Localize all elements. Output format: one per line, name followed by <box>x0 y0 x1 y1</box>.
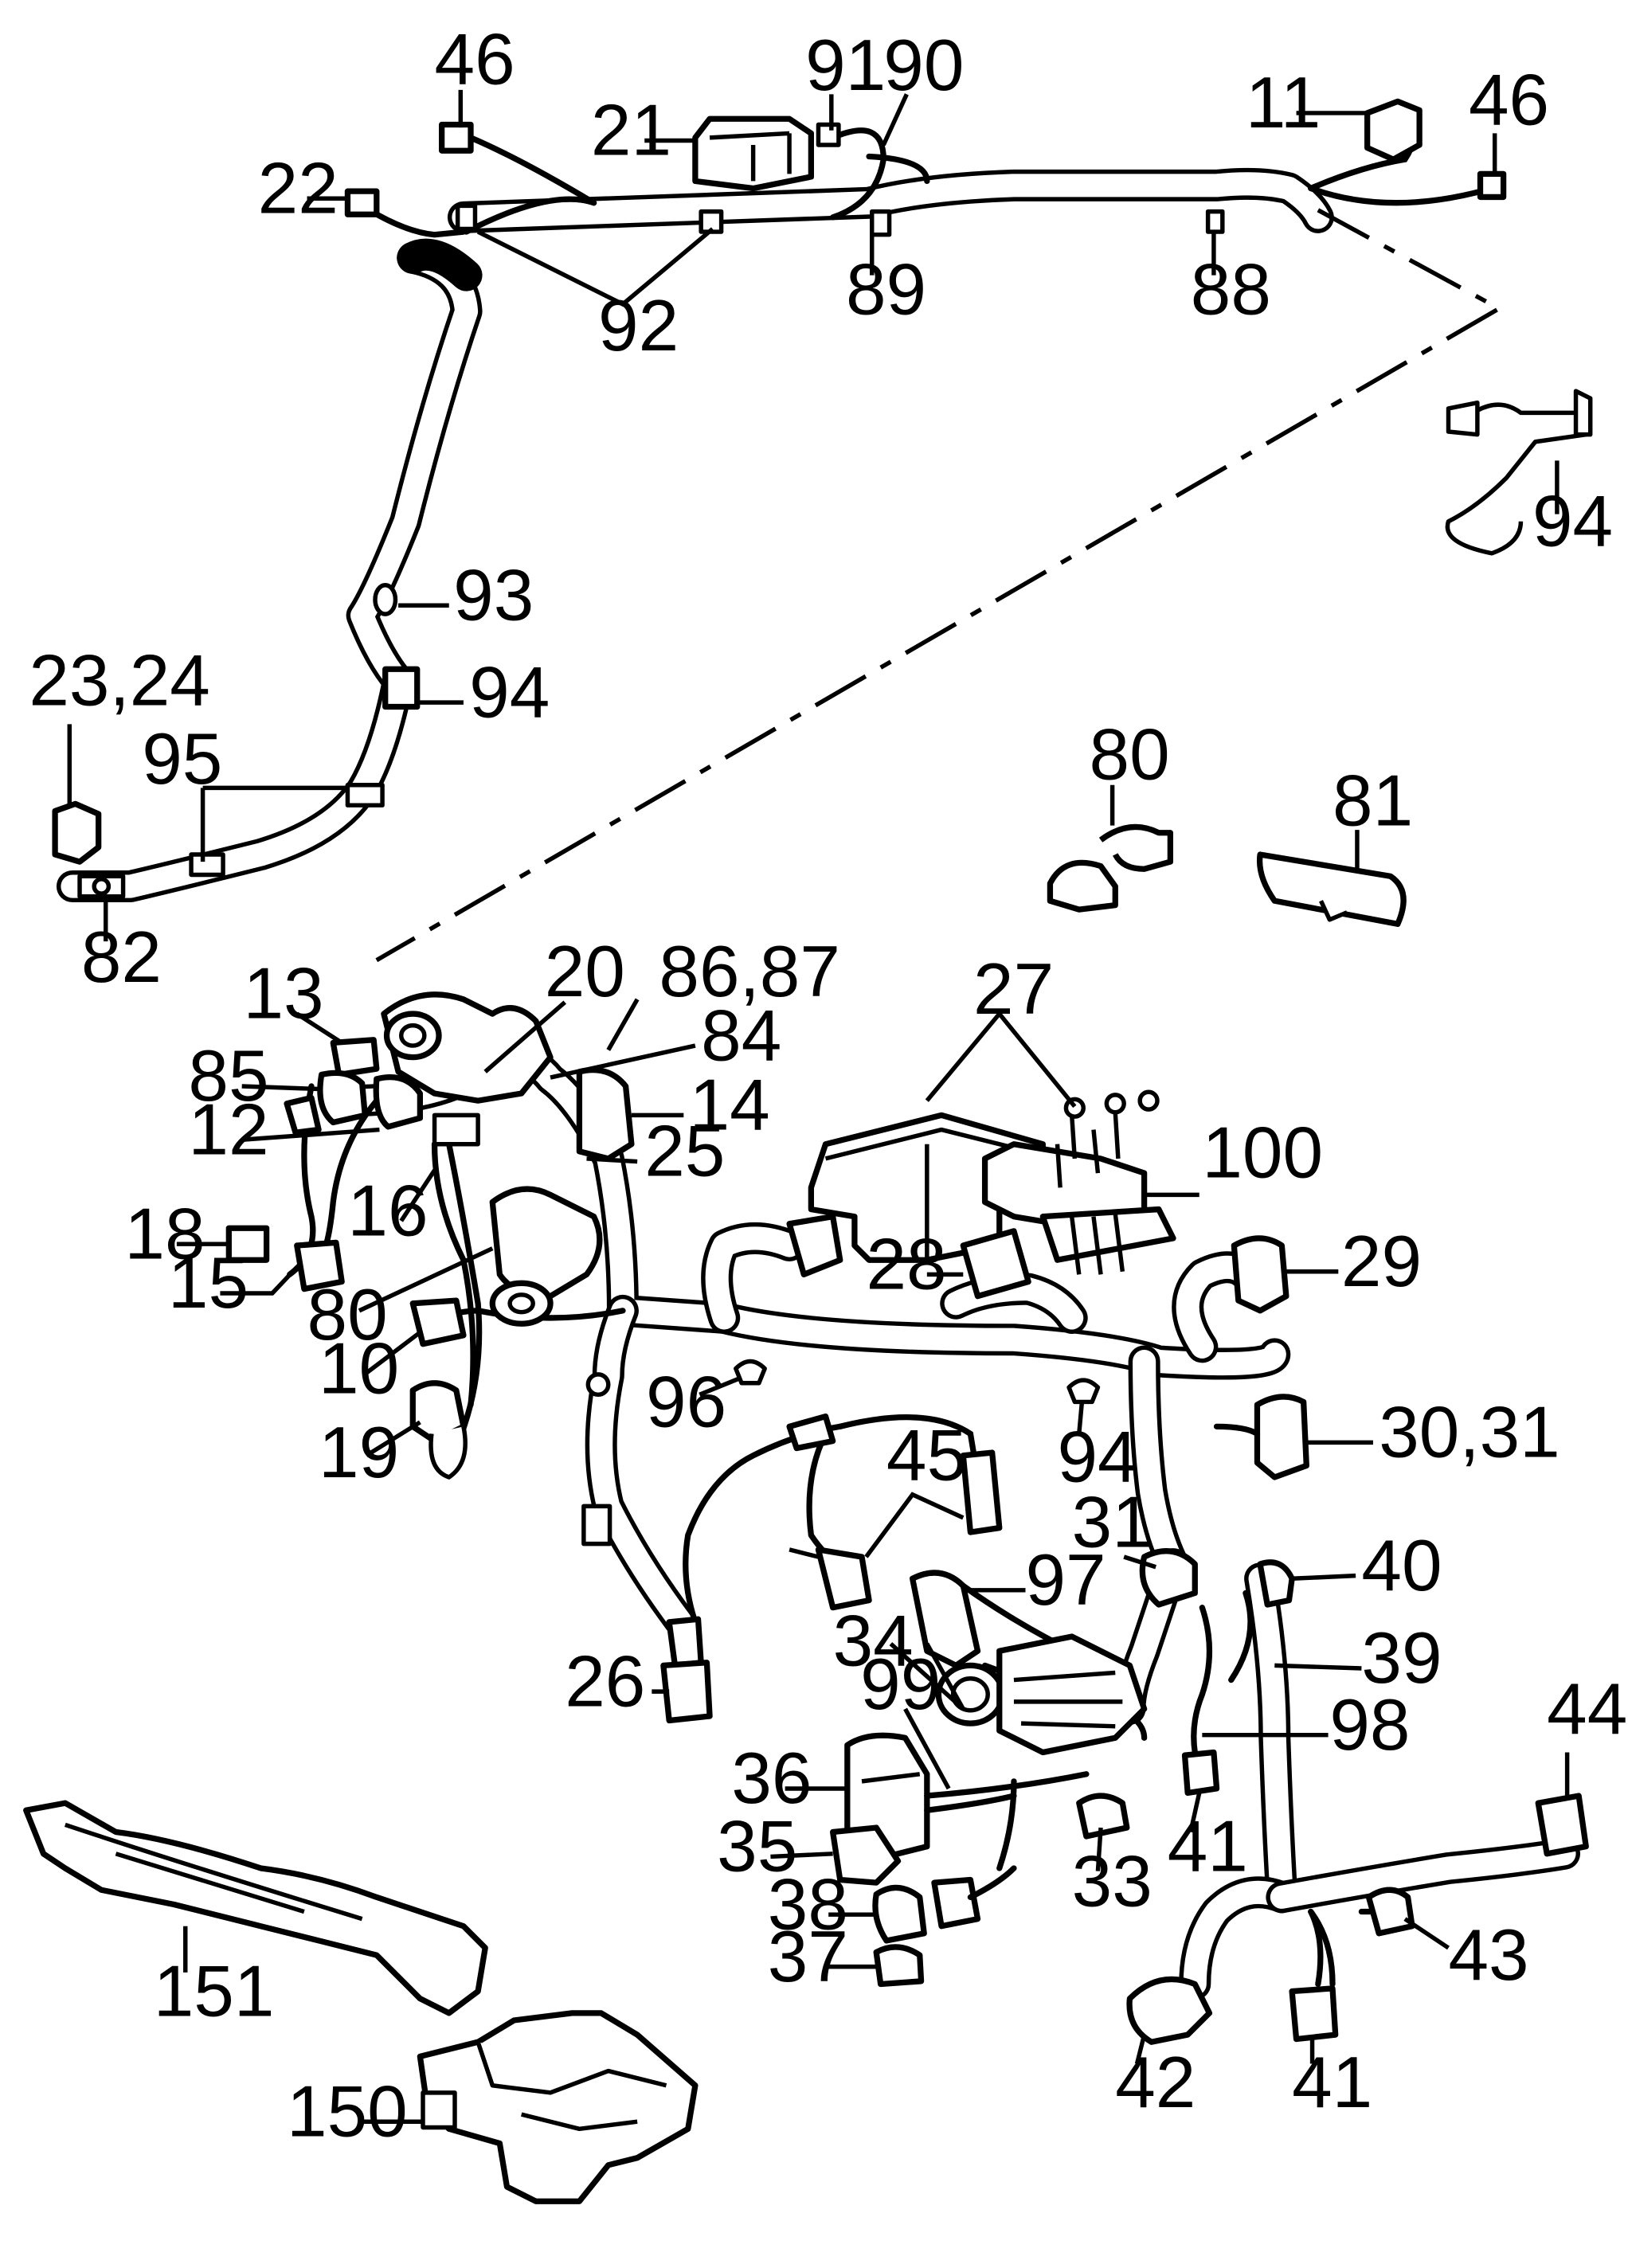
callout-92: 92 <box>598 286 679 366</box>
callout-37: 37 <box>768 1917 848 1997</box>
callout-40: 40 <box>1361 1526 1442 1606</box>
callout-100: 100 <box>1202 1113 1323 1194</box>
clip-80-detail <box>1047 823 1173 913</box>
callout-21: 21 <box>591 91 671 171</box>
callout-33: 33 <box>1072 1841 1153 1922</box>
callout-labels: 46 91 90 11 46 21 22 92 89 88 94 93 94 2… <box>29 20 1627 2153</box>
bracket-94-detail <box>1445 389 1593 556</box>
connectors-37-38 <box>872 1865 1017 1988</box>
callout-85: 85 <box>188 1036 268 1116</box>
callout-150: 150 <box>287 2071 408 2152</box>
callout-99: 99 <box>860 1644 941 1725</box>
clips-96-94 <box>734 1359 1101 1405</box>
callout-20: 20 <box>545 932 625 1012</box>
callout-22: 22 <box>258 148 339 229</box>
callout-44: 44 <box>1547 1669 1627 1750</box>
callout-35: 35 <box>717 1807 797 1887</box>
callout-80-detail: 80 <box>1090 714 1170 795</box>
callout-94-lower-clip: 94 <box>1058 1417 1138 1497</box>
callout-10: 10 <box>319 1329 399 1410</box>
sensors-45 <box>786 1413 1003 1611</box>
callout-12: 12 <box>188 1089 268 1170</box>
callout-11: 11 <box>1246 63 1321 143</box>
callout-19: 19 <box>319 1413 399 1493</box>
callout-27: 27 <box>973 949 1054 1030</box>
callout-98: 98 <box>1329 1685 1410 1766</box>
callout-89: 89 <box>846 250 926 330</box>
callout-43: 43 <box>1449 1915 1529 1996</box>
callout-26: 26 <box>565 1641 645 1722</box>
callout-39: 39 <box>1361 1618 1442 1699</box>
callout-84: 84 <box>701 995 781 1076</box>
callout-80-harness: 80 <box>307 1275 388 1355</box>
callout-82: 82 <box>81 917 162 998</box>
right-lower-connectors <box>1126 1548 1589 2045</box>
callout-16: 16 <box>347 1171 428 1251</box>
callout-29: 29 <box>1341 1222 1422 1302</box>
callout-36: 36 <box>731 1738 812 1819</box>
callout-41-upper: 41 <box>1168 1807 1248 1887</box>
callout-45: 45 <box>886 1416 967 1496</box>
leader-lines <box>67 89 1570 2124</box>
callout-25: 25 <box>644 1112 725 1192</box>
callout-94-upper-clip: 94 <box>469 652 550 733</box>
callout-86-87: 86,87 <box>659 932 840 1012</box>
callout-151: 151 <box>154 1951 275 2031</box>
callout-18: 18 <box>124 1194 205 1274</box>
reference-line <box>375 208 1504 963</box>
callout-88: 88 <box>1191 250 1271 330</box>
callout-30-31: 30,31 <box>1379 1393 1560 1473</box>
callout-96: 96 <box>646 1362 726 1442</box>
callout-91: 91 <box>805 25 886 106</box>
bracket-151 <box>23 1800 488 2016</box>
callout-28: 28 <box>866 1225 946 1305</box>
callout-46-top-left: 46 <box>435 20 515 100</box>
left-connectors <box>225 1037 611 1480</box>
callout-38: 38 <box>768 1864 848 1945</box>
callout-97: 97 <box>1026 1540 1106 1621</box>
callout-31: 31 <box>1072 1482 1153 1562</box>
callout-41-lower: 41 <box>1292 2043 1372 2123</box>
callout-34: 34 <box>833 1601 914 1681</box>
sensor-26 <box>581 1504 713 1724</box>
callout-81: 81 <box>1333 761 1413 842</box>
engine-block-cluster <box>381 991 635 1327</box>
callout-93: 93 <box>453 555 534 635</box>
fuse-box-27 <box>786 1089 1176 1300</box>
callout-23-24: 23,24 <box>29 641 210 721</box>
callout-13: 13 <box>244 954 324 1034</box>
callout-46-top-right: 46 <box>1469 61 1549 141</box>
callout-94-bracket-detail: 94 <box>1532 482 1613 562</box>
tape-81-detail <box>1256 851 1407 927</box>
callout-15: 15 <box>168 1243 249 1324</box>
lower-cluster <box>830 1570 1148 1886</box>
callout-90: 90 <box>883 25 964 106</box>
callout-14: 14 <box>690 1066 770 1146</box>
callout-95: 95 <box>142 719 222 800</box>
bracket-150 <box>417 2010 699 2204</box>
right-connectors <box>1213 1235 1309 1480</box>
upper-harness <box>52 98 1507 903</box>
callout-42: 42 <box>1115 2043 1196 2123</box>
